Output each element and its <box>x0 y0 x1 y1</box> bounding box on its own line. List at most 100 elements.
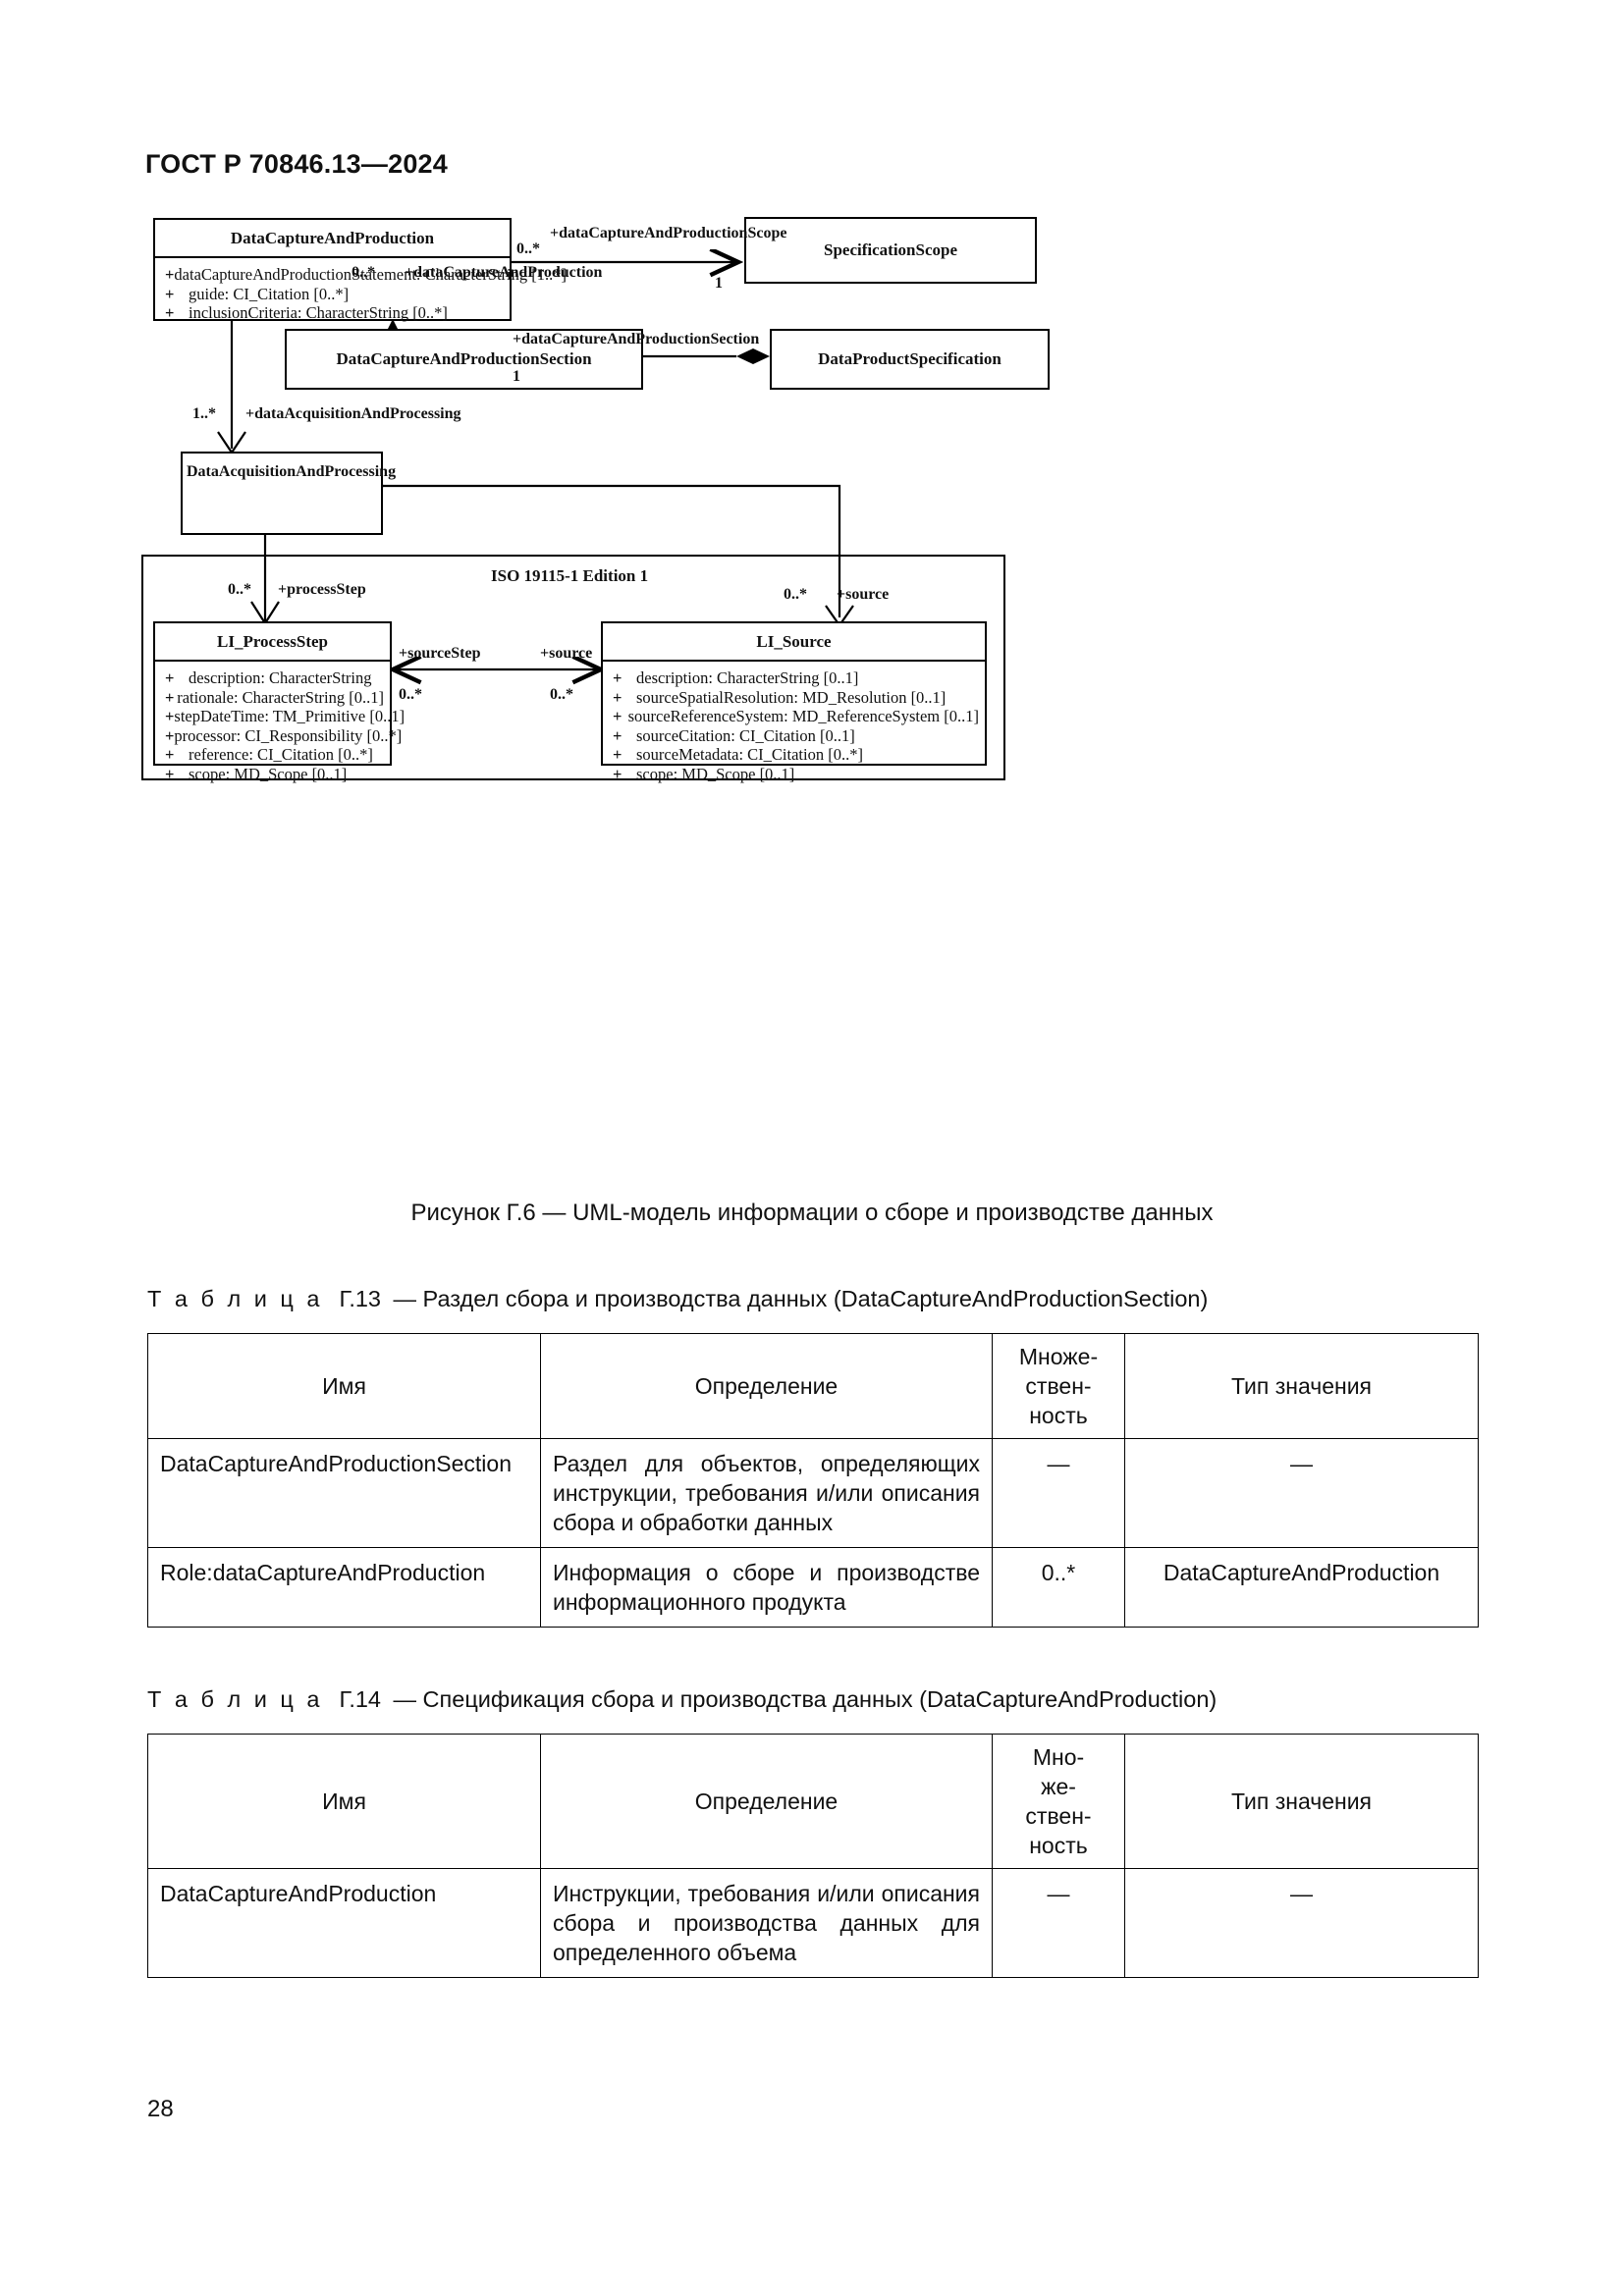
role-sourcestep: +sourceStep <box>399 645 481 662</box>
page-number: 28 <box>147 2096 174 2122</box>
visibility-marker: + <box>613 668 623 687</box>
multiplicity-line-2: ствен- <box>1025 1373 1092 1399</box>
table-header-row: Имя Определение Мно- же- ствен- ность Ти… <box>147 1734 1479 1869</box>
class-attribute: + description: CharacterString [0..1] <box>613 668 979 688</box>
multiplicity-scope-target: 1 <box>715 275 723 292</box>
class-attribute: +processor: CI_Responsibility [0..*] <box>165 726 402 746</box>
cell-multiplicity: — <box>992 1438 1125 1548</box>
class-attribute: +rationale: CharacterString [0..1] <box>165 688 384 708</box>
multiplicity-processstep: 0..* <box>228 581 251 598</box>
table-caption-number: Г.14 <box>339 1686 381 1712</box>
class-title: DataCaptureAndProduction <box>230 229 435 247</box>
attribute-text: scope: MD_Scope [0..1] <box>636 764 795 783</box>
visibility-marker: + <box>165 284 175 303</box>
cell-definition: Раздел для объектов, определяю­щих инстр… <box>540 1438 993 1548</box>
attribute-text: inclusionCriteria: CharacterString [0..*… <box>189 303 448 322</box>
column-header-definition: Определение <box>540 1734 993 1869</box>
uml-class-datacaptureandproductionsection: DataCaptureAndProductionSection <box>285 329 643 390</box>
class-attribute: +description: CharacterString <box>165 668 384 688</box>
class-attributes: + dataCaptureAndProductionStatement: Cha… <box>155 258 567 331</box>
visibility-marker: + <box>165 668 175 687</box>
table-row: DataCaptureAndProductionSection Раздел д… <box>147 1438 1479 1548</box>
multiplicity-line-4: ность <box>1029 1833 1088 1858</box>
visibility-marker: + <box>165 265 175 284</box>
visibility-marker: + <box>165 707 175 725</box>
table-caption-g14: Т а б л и ц а Г.14 — Спецификация сбора … <box>147 1686 1217 1713</box>
attribute-text: sourceCitation: CI_Citation [0..1] <box>636 725 855 745</box>
attribute-text: sourceMetadata: CI_Citation [0..*] <box>636 745 863 764</box>
class-title: DataCaptureAndProductionSection <box>336 349 592 368</box>
table-g13: Имя Определение Множе- ствен- ность Тип … <box>147 1333 1479 1628</box>
uml-class-dataproductspecification: DataProductSpecification <box>770 329 1050 390</box>
cell-multiplicity: — <box>992 1868 1125 1978</box>
table-caption-g13: Т а б л и ц а Г.13 — Раздел сбора и прои… <box>147 1286 1208 1312</box>
class-title: SpecificationScope <box>824 240 957 259</box>
class-attribute: +stepDateTime: TM_Primitive [0..1] <box>165 707 405 726</box>
figure-caption: Рисунок Г.6 — UML-модель информации о сб… <box>410 1200 1214 1226</box>
table-g14: Имя Определение Мно- же- ствен- ность Ти… <box>147 1734 1479 1978</box>
attribute-text: sourceReferenceSystem: MD_ReferenceSyste… <box>627 707 979 725</box>
role-datacaptureandproductionsection: +dataCaptureAndProductionSection <box>513 331 760 347</box>
attribute-text: sourceSpatialResolution: MD_Resolution [… <box>636 687 947 707</box>
visibility-marker: + <box>613 687 623 707</box>
class-attribute: +scope: MD_Scope [0..1] <box>165 765 384 784</box>
table-row: DataCaptureAndProduction Инструкции, тре… <box>147 1868 1479 1978</box>
column-header-name: Имя <box>147 1333 541 1439</box>
class-attribute: + dataCaptureAndProductionStatement: Cha… <box>165 265 567 285</box>
multiplicity-line-3: ствен- <box>1025 1803 1092 1829</box>
uml-package-iso19115 <box>141 555 1005 780</box>
table-caption-label: Т а б л и ц а <box>147 1686 323 1712</box>
multiplicity-section: 1 <box>513 368 520 385</box>
document-header: ГОСТ Р 70846.13—2024 <box>145 149 448 179</box>
class-attribute: +sourceReferenceSystem: MD_ReferenceSyst… <box>613 707 979 726</box>
attribute-text: description: CharacterString [0..1] <box>636 668 859 687</box>
role-source: +source <box>837 586 890 603</box>
cell-definition: Информация о сборе и производстве информ… <box>540 1547 993 1628</box>
cell-multiplicity: 0..* <box>992 1547 1125 1628</box>
class-divider <box>155 256 510 258</box>
uml-diagram-figure: DataCaptureAndProduction + dataCaptureAn… <box>141 217 1483 1183</box>
class-attribute: + guide: CI_Citation [0..*] <box>165 285 504 304</box>
cell-value-type: DataCaptureAndProduction <box>1124 1547 1479 1628</box>
class-attributes: +description: CharacterString [0..1] +so… <box>603 662 985 791</box>
multiplicity-scope-source: 0..* <box>516 240 540 257</box>
multiplicity-line-3: ность <box>1029 1403 1088 1428</box>
table-caption-number: Г.13 <box>339 1286 381 1311</box>
class-divider <box>603 660 985 662</box>
class-attribute: + inclusionCriteria: CharacterString [0.… <box>165 303 504 323</box>
class-attribute: + sourceCitation: CI_Citation [0..1] <box>613 726 979 746</box>
class-divider <box>155 660 390 662</box>
attribute-text: guide: CI_Citation [0..*] <box>189 284 350 303</box>
attribute-text: stepDateTime: TM_Primitive [0..1] <box>174 707 406 725</box>
cell-name: DataCaptureAndProduction <box>147 1868 541 1978</box>
table-caption-text: — Раздел сбора и производства данных (Da… <box>393 1286 1209 1311</box>
visibility-marker: + <box>165 764 175 783</box>
column-header-value-type: Тип значения <box>1124 1333 1479 1439</box>
visibility-marker: + <box>613 707 623 725</box>
table-caption-text: — Спецификация сбора и производства данн… <box>393 1686 1218 1712</box>
role-dataacquisitionandprocessing: +dataAcquisitionAndProcessing <box>245 405 461 422</box>
multiplicity-line-2: же- <box>1041 1774 1076 1799</box>
table-row: Role:dataCaptureAndProduction Информация… <box>147 1547 1479 1628</box>
class-title: DataAcquisitionAndProcessing <box>187 463 397 480</box>
class-title: LI_ProcessStep <box>216 632 328 651</box>
package-title: ISO 19115-1 Edition 1 <box>491 566 649 585</box>
visibility-marker: + <box>613 725 623 745</box>
class-attribute: +scope: MD_Scope [0..1] <box>613 765 979 784</box>
visibility-marker: + <box>613 745 623 764</box>
column-header-definition: Определение <box>540 1333 993 1439</box>
table-header-row: Имя Определение Множе- ствен- ность Тип … <box>147 1333 1479 1439</box>
attribute-text: rationale: CharacterString [0..1] <box>177 687 384 707</box>
multiplicity-sourcestep: 0..* <box>399 686 422 703</box>
column-header-multiplicity: Мно- же- ствен- ность <box>992 1734 1125 1869</box>
role-source-2: +source <box>540 645 593 662</box>
multiplicity-source-2: 0..* <box>550 686 573 703</box>
attribute-text: reference: CI_Citation [0..*] <box>189 745 373 764</box>
cell-definition: Инструкции, требования и/или описания сб… <box>540 1868 993 1978</box>
role-processstep: +processStep <box>278 581 366 598</box>
table-caption-label: Т а б л и ц а <box>147 1286 323 1311</box>
visibility-marker: + <box>165 303 175 322</box>
column-header-value-type: Тип значения <box>1124 1734 1479 1869</box>
visibility-marker: + <box>165 687 175 707</box>
